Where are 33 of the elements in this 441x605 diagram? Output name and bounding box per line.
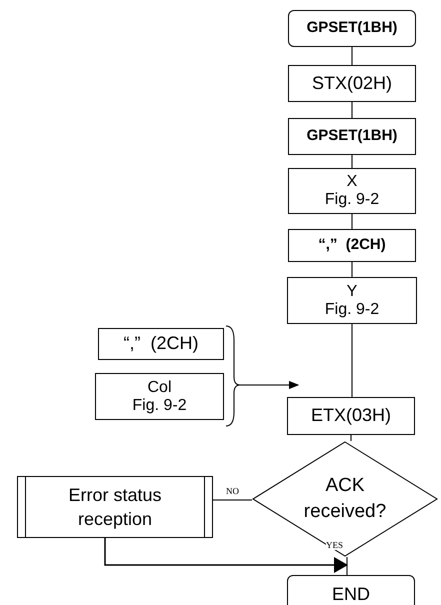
process-box — [288, 65, 416, 102]
node-text: “,” (2CH) — [318, 237, 386, 254]
node-text: ACK received? — [302, 474, 388, 524]
node-text: Col — [147, 378, 172, 396]
predefined-process-box — [17, 476, 213, 538]
node-text: ETX(03H) — [310, 406, 391, 426]
node-text: END — [332, 585, 370, 605]
node-text: Error status reception — [67, 484, 163, 531]
process-box — [288, 118, 416, 155]
edge-label: NO — [226, 487, 239, 496]
node-text: Y — [346, 282, 358, 300]
process-box — [288, 229, 416, 262]
node-text: Fig. 9-2 — [324, 191, 380, 209]
process-box — [95, 373, 224, 420]
process-box — [287, 277, 417, 324]
node-text: STX(02H) — [312, 74, 392, 94]
terminal-box — [288, 10, 416, 47]
connector-line — [346, 556, 348, 576]
terminal-box — [287, 575, 415, 605]
node-text: GPSET(1BH) — [306, 20, 398, 37]
brace-arrow — [226, 381, 299, 426]
edge-label: YES — [326, 541, 344, 550]
node-text: “,” (2CH) — [124, 334, 198, 354]
arrow — [104, 538, 348, 573]
node-text: Fig. 9-2 — [132, 396, 187, 414]
connector-line — [350, 434, 352, 442]
process-box — [98, 328, 224, 360]
process-box — [287, 397, 415, 435]
node-text: Fig. 9-2 — [324, 300, 380, 318]
node-text: X — [346, 173, 358, 191]
decision-diamond — [252, 441, 438, 557]
node-text: GPSET(1BH) — [306, 128, 398, 145]
process-box — [288, 168, 416, 214]
